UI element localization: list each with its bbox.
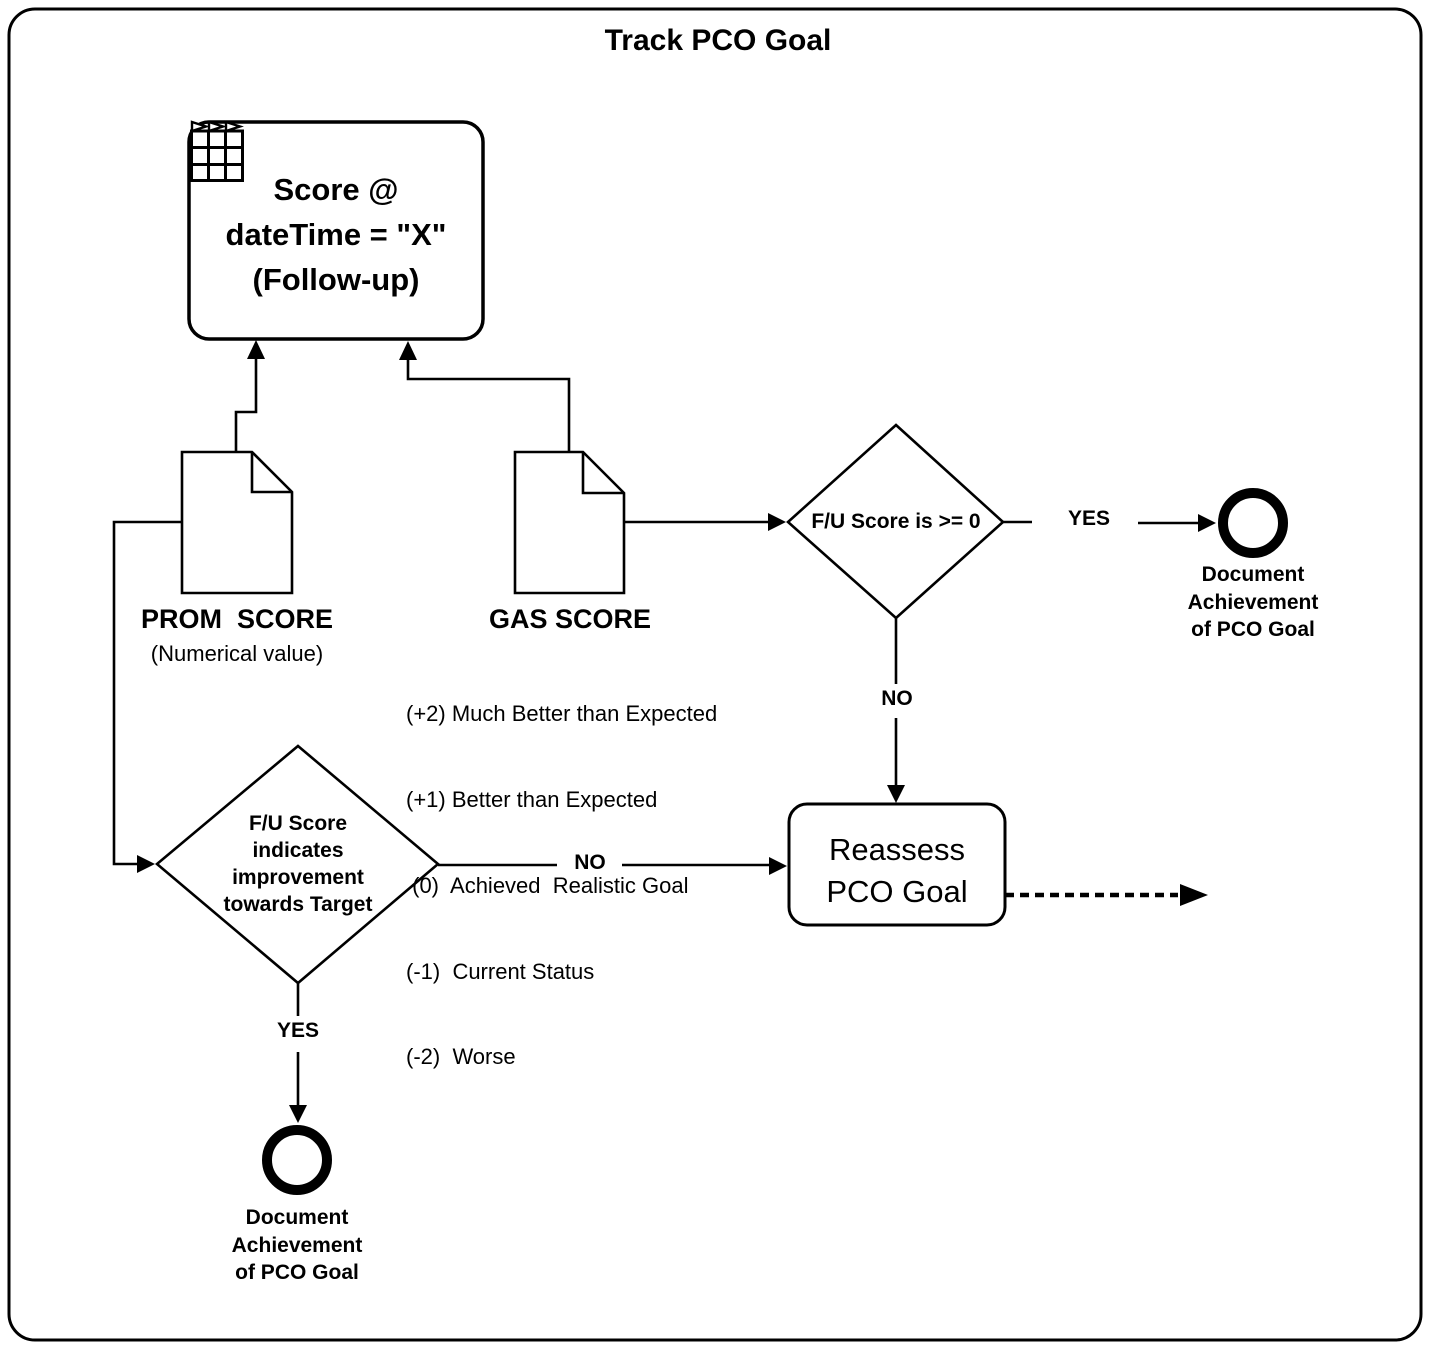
prom-doc-label: PROM SCORE — [140, 604, 334, 634]
end-event-bottom-circle — [262, 1125, 332, 1195]
no-branch-label-bottom: NO — [574, 851, 606, 874]
yes-branch-label-bottom: YES — [276, 1019, 320, 1042]
prom-document-shape — [180, 450, 294, 595]
decision-improvement-label: F/U Score indicates improvement towards … — [223, 812, 373, 916]
connector-reassess-dashed-out — [1005, 884, 1208, 906]
gas-score-item: (0) Achieved Realistic Goal — [406, 872, 689, 898]
gas-score-item: (+1) Better than Expected — [406, 786, 658, 812]
table-icon-chevron — [207, 120, 227, 133]
end-event-top-caption: Document Achievement of PCO Goal — [1187, 563, 1319, 641]
connector-prom-to-decision2 — [112, 520, 182, 873]
connector-no-to-reassess — [887, 618, 905, 803]
connector-no2-to-reassess — [438, 857, 787, 875]
table-icon — [190, 120, 244, 182]
connector-prom-to-score — [234, 340, 265, 452]
reassess-box-label: Reassess PCO Goal — [826, 832, 968, 909]
gas-score-item: (-1) Current Status — [406, 958, 595, 984]
connector-gas-to-score — [399, 341, 571, 452]
gas-score-item: (-2) Worse — [406, 1044, 516, 1070]
table-icon-chevron — [190, 120, 210, 133]
decision-fu-score-label: F/U Score is >= 0 — [811, 510, 981, 533]
reassess-box — [787, 802, 1007, 927]
no-branch-label-top: NO — [881, 687, 913, 710]
diagram-border — [7, 7, 1423, 1342]
prom-doc-sublabel: (Numerical value) — [150, 641, 324, 666]
gas-score-item: (+2) Much Better than Expected — [406, 701, 718, 727]
end-event-top-circle — [1218, 488, 1288, 558]
gas-doc-label: GAS SCORE — [488, 604, 652, 634]
yes-branch-label-top: YES — [1067, 507, 1111, 530]
table-icon-grid — [190, 129, 244, 182]
score-box-label: Score @ dateTime = "X" (Follow-up) — [225, 172, 447, 297]
end-event-bottom-caption: Document Achievement of PCO Goal — [231, 1206, 363, 1284]
score-box — [187, 120, 485, 341]
gas-document-shape — [513, 450, 626, 595]
gas-score-legend: (+2) Much Better than Expected (+1) Bett… — [406, 643, 746, 1129]
table-icon-chevron — [224, 120, 244, 133]
connector-yes-to-end-top — [1003, 514, 1216, 532]
connector-yes2-to-end-bottom — [289, 983, 307, 1123]
connector-gas-to-decision — [624, 513, 786, 531]
page-title: Track PCO Goal — [604, 24, 832, 57]
